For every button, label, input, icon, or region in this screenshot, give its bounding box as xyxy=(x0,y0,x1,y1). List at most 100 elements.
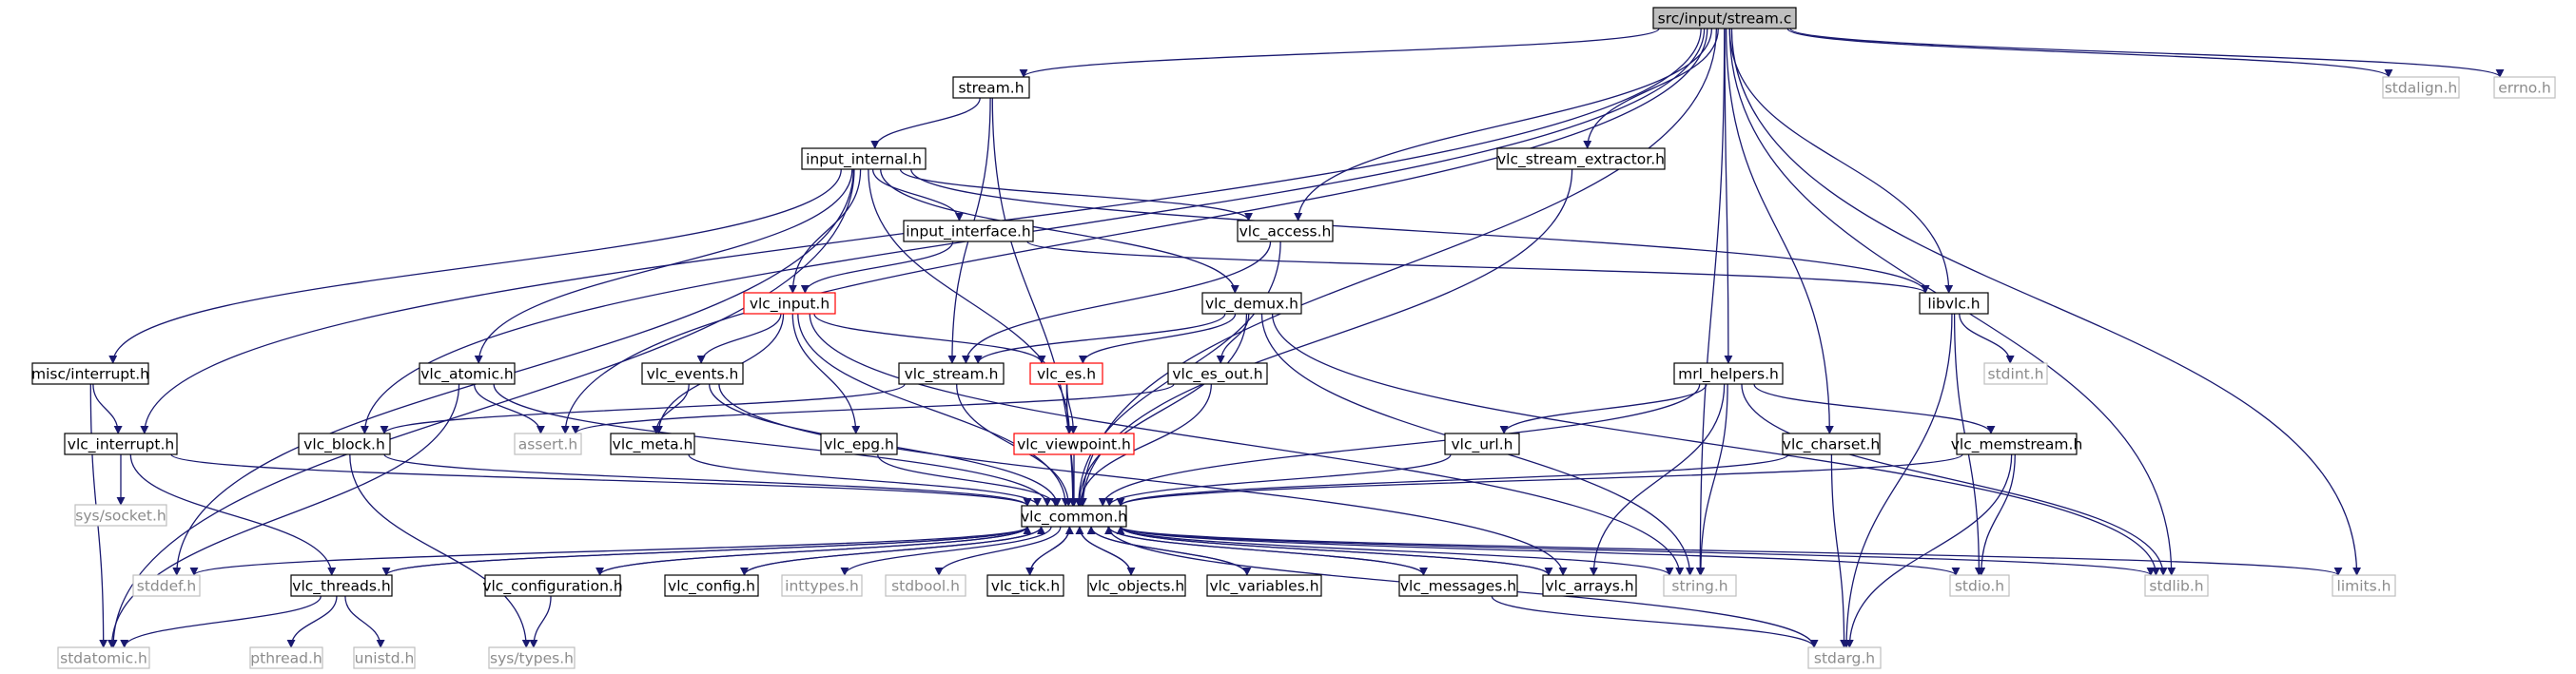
node-input-internal-h[interactable]: input_internal.h xyxy=(801,147,927,170)
node-vlc-access-h[interactable]: vlc_access.h xyxy=(1237,220,1334,242)
edge-vlc-block-h-to-sys-types-h xyxy=(349,453,531,648)
node-string-h[interactable]: string.h xyxy=(1663,574,1737,597)
node-box xyxy=(664,574,759,597)
edge-vlc-threads-h-to-vlc-common-h xyxy=(385,526,1032,576)
edge-vlc-atomic-h-to-stdatomic-h xyxy=(107,383,460,648)
node-label: vlc_viewpoint.h xyxy=(1017,436,1131,454)
node-libvlc-h[interactable]: libvlc.h xyxy=(1919,292,1989,315)
node-vlc-configuration-h[interactable]: vlc_configuration.h xyxy=(482,574,623,597)
node-vlc-config-h[interactable]: vlc_config.h xyxy=(664,574,759,597)
node-box xyxy=(514,433,582,455)
node-misc-interrupt-h[interactable]: misc/interrupt.h xyxy=(31,362,149,385)
node-vlc-es-h[interactable]: vlc_es.h xyxy=(1029,362,1103,385)
edge-input-internal-h-to-vlc-atomic-h xyxy=(474,168,853,364)
node-vlc-es-out-h[interactable]: vlc_es_out.h xyxy=(1167,362,1268,385)
node-vlc-block-h[interactable]: vlc_block.h xyxy=(298,433,391,455)
node-label: stdbool.h xyxy=(891,578,960,595)
node-vlc-input-h[interactable]: vlc_input.h xyxy=(743,292,836,315)
node-vlc-stream-h[interactable]: vlc_stream.h xyxy=(898,362,1005,385)
edge-vlc-demux-h-to-stdlib-h xyxy=(1271,313,2160,576)
node-vlc-interrupt-h[interactable]: vlc_interrupt.h xyxy=(64,433,178,455)
node-vlc-objects-h[interactable]: vlc_objects.h xyxy=(1087,574,1186,597)
node-label: vlc_epg.h xyxy=(824,436,894,454)
node-vlc-variables-h[interactable]: vlc_variables.h xyxy=(1206,574,1322,597)
node-box xyxy=(1398,574,1518,597)
edge-vlc-input-h-to-vlc-events-h xyxy=(696,313,782,364)
node-box xyxy=(419,362,516,385)
node-vlc-url-h[interactable]: vlc_url.h xyxy=(1444,433,1520,455)
node-sys-types-h[interactable]: sys/types.h xyxy=(488,646,576,669)
node-label: sys/socket.h xyxy=(75,508,166,525)
edge-mrl-helpers-h-to-vlc-common-h xyxy=(1098,383,1701,507)
node-label: stddef.h xyxy=(137,578,196,595)
node-stdio-h[interactable]: stdio.h xyxy=(1949,574,2010,597)
node-input-interface-h[interactable]: input_interface.h xyxy=(903,220,1034,242)
node-box xyxy=(31,362,149,385)
node-vlc-meta-h[interactable]: vlc_meta.h xyxy=(610,433,695,455)
node-mrl-helpers-h[interactable]: mrl_helpers.h xyxy=(1673,362,1784,385)
edge-vlc-input-h-to-vlc-es-h xyxy=(813,313,1046,364)
edge-input-internal-h-to-vlc-access-h xyxy=(899,168,1253,221)
node-label: input_internal.h xyxy=(806,151,922,169)
node-stdarg-h[interactable]: stdarg.h xyxy=(1807,646,1882,669)
edge-vlc-epg-h-to-vlc-common-h xyxy=(876,453,1060,507)
edge-vlc-interrupt-h-to-vlc-common-h xyxy=(170,453,1032,507)
node-label: vlc_demux.h xyxy=(1205,296,1298,314)
node-stdalign-h[interactable]: stdalign.h xyxy=(2382,76,2460,99)
node-box xyxy=(801,147,927,170)
node-stream-h[interactable]: stream.h xyxy=(952,76,1030,99)
edge-vlc-es-out-h-to-assert-h xyxy=(571,383,1175,434)
edge-vlc-threads-h-to-stdatomic-h xyxy=(120,595,322,648)
node-vlc-threads-h[interactable]: vlc_threads.h xyxy=(290,574,393,597)
node-vlc-tick-h[interactable]: vlc_tick.h xyxy=(986,574,1064,597)
node-box xyxy=(1167,362,1268,385)
node-stddef-h[interactable]: stddef.h xyxy=(132,574,201,597)
node-stdlib-h[interactable]: stdlib.h xyxy=(2144,574,2209,597)
node-box xyxy=(1206,574,1322,597)
node-vlc-demux-h[interactable]: vlc_demux.h xyxy=(1201,292,1302,315)
edge-vlc-events-h-to-vlc-meta-h xyxy=(652,383,690,434)
node-label: stdarg.h xyxy=(1814,650,1875,667)
edge-stream-h-to-input-internal-h xyxy=(870,97,981,149)
node-label: vlc_block.h xyxy=(303,436,385,454)
node-box xyxy=(1919,292,1989,315)
edge-vlc-common-h-to-string-h xyxy=(1120,526,1674,576)
node-vlc-memstream-h[interactable]: vlc_memstream.h xyxy=(1951,433,2083,455)
node-vlc-messages-h[interactable]: vlc_messages.h xyxy=(1398,574,1518,597)
node-stdbool-h[interactable]: stdbool.h xyxy=(885,574,966,597)
node-vlc-viewpoint-h[interactable]: vlc_viewpoint.h xyxy=(1013,433,1135,455)
node-label: vlc_charset.h xyxy=(1783,436,1880,454)
node-limits-h[interactable]: limits.h xyxy=(2332,574,2396,597)
node-vlc-charset-h[interactable]: vlc_charset.h xyxy=(1782,433,1881,455)
node-box xyxy=(1663,574,1737,597)
node-vlc-epg-h[interactable]: vlc_epg.h xyxy=(820,433,898,455)
node-assert-h[interactable]: assert.h xyxy=(514,433,582,455)
node-pthread-h[interactable]: pthread.h xyxy=(249,646,323,669)
edge-vlc-variables-h-to-vlc-common-h xyxy=(1086,526,1248,576)
node-errno-h[interactable]: errno.h xyxy=(2493,76,2556,99)
edge-mrl-helpers-h-to-vlc-url-h xyxy=(1499,383,1708,434)
node-stream-c[interactable]: src/input/stream.c xyxy=(1652,7,1797,29)
node-sys-socket-h[interactable]: sys/socket.h xyxy=(74,504,167,527)
edge-input-interface-h-to-libvlc-h xyxy=(1026,241,1930,294)
node-stdint-h[interactable]: stdint.h xyxy=(1983,362,2048,385)
node-box xyxy=(2144,574,2209,597)
node-box xyxy=(1983,362,2048,385)
node-stdatomic-h[interactable]: stdatomic.h xyxy=(57,646,150,669)
node-vlc-arrays-h[interactable]: vlc_arrays.h xyxy=(1542,574,1637,597)
node-label: vlc_threads.h xyxy=(292,578,390,596)
node-label: sys/types.h xyxy=(490,650,574,667)
node-vlc-stream-extractor-h[interactable]: vlc_stream_extractor.h xyxy=(1496,147,1666,170)
node-label: vlc_atomic.h xyxy=(420,366,514,384)
edge-libvlc-h-to-stdarg-h xyxy=(1842,313,1953,648)
node-unistd-h[interactable]: unistd.h xyxy=(353,646,416,669)
node-vlc-atomic-h[interactable]: vlc_atomic.h xyxy=(419,362,516,385)
node-box xyxy=(885,574,966,597)
node-label: vlc_es_out.h xyxy=(1172,366,1262,384)
edge-vlc-threads-h-to-pthread-h xyxy=(286,595,338,648)
node-box xyxy=(1782,433,1881,455)
node-label: vlc_variables.h xyxy=(1209,578,1318,596)
node-inttypes-h[interactable]: inttypes.h xyxy=(781,574,863,597)
node-vlc-events-h[interactable]: vlc_events.h xyxy=(641,362,744,385)
node-vlc-common-h[interactable]: vlc_common.h xyxy=(1021,505,1127,528)
